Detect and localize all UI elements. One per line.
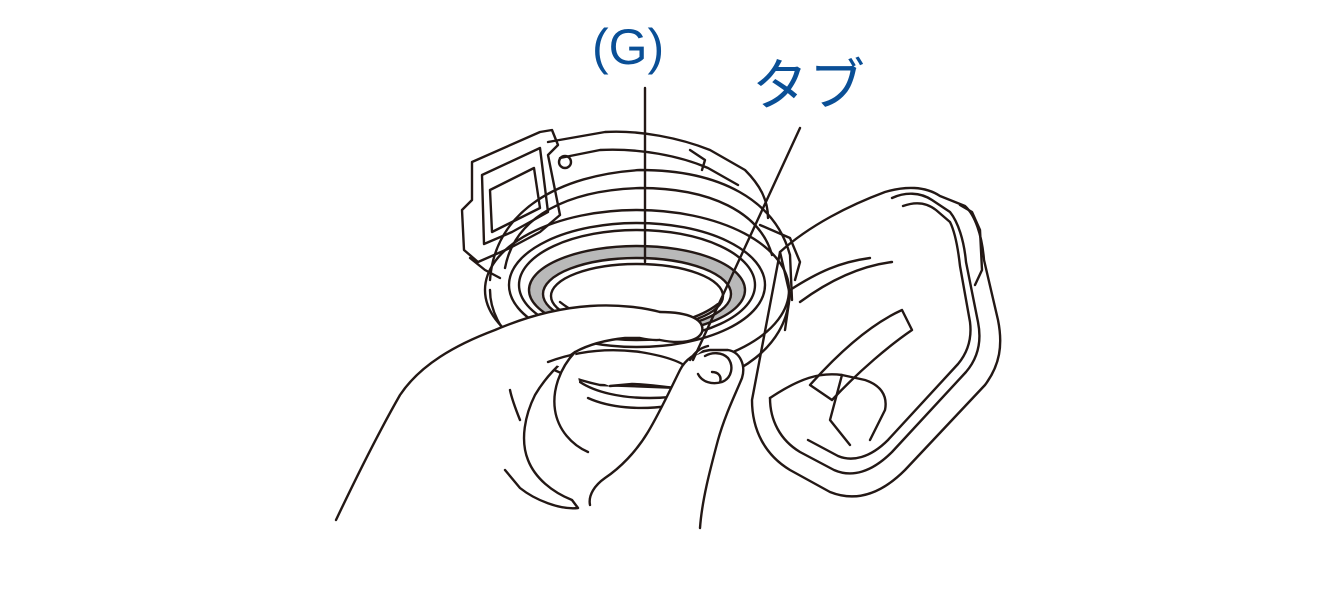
lid-body <box>460 128 802 302</box>
right-fingers <box>588 344 745 530</box>
left-hand <box>334 304 704 522</box>
gasket-label: (G) <box>592 19 665 75</box>
tab-label: タブ <box>752 54 866 117</box>
tab-leader-line <box>691 126 802 362</box>
flip-cap <box>750 186 1002 498</box>
